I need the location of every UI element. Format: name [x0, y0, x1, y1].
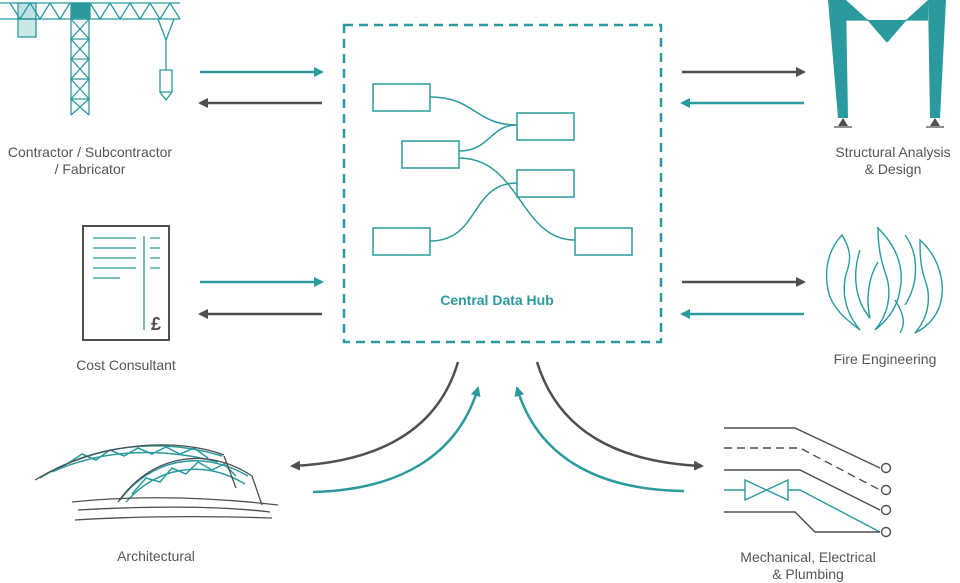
- invoice-document-icon: £: [82, 225, 170, 341]
- hub-label: Central Data Hub: [440, 292, 554, 308]
- arrow-mep-to-hub: [514, 386, 685, 493]
- hub-network-icon: [372, 83, 633, 256]
- arrow-architectural-to-hub: [312, 386, 481, 494]
- fire-label: Fire Engineering: [834, 351, 937, 367]
- mep-label-line2: & Plumbing: [772, 566, 844, 582]
- flow-arrows: [198, 67, 806, 494]
- structural-label-line2: & Design: [865, 161, 922, 177]
- currency-symbol: £: [151, 314, 161, 334]
- portal-frame-icon: [828, 0, 946, 128]
- central-data-hub: Central Data Hub: [342, 23, 663, 344]
- arched-canopy-icon: [34, 444, 279, 521]
- arrow-hub-to-architectural: [290, 361, 460, 471]
- arrow-hub-to-mep: [535, 361, 704, 471]
- contractor-label-line2: / Fabricator: [55, 161, 126, 177]
- cost-label: Cost Consultant: [76, 357, 176, 373]
- flame-icon: [825, 226, 943, 334]
- mep-label-line1: Mechanical, Electrical: [740, 549, 875, 565]
- contractor-label-line1: Contractor / Subcontractor: [8, 144, 173, 160]
- structural-label-line1: Structural Analysis: [835, 144, 950, 160]
- tower-crane-icon: [0, 1, 181, 116]
- architectural-label: Architectural: [117, 548, 195, 564]
- pipework-schematic-icon: [724, 427, 892, 538]
